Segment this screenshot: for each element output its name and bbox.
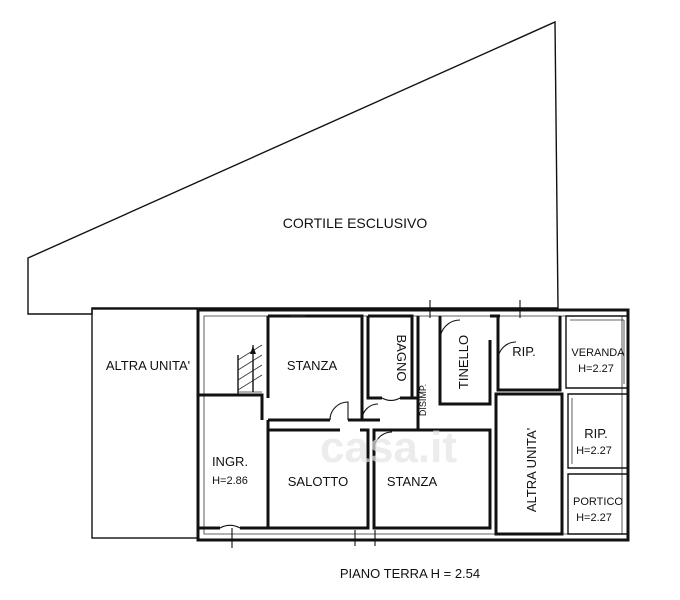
stanza-top-door xyxy=(329,401,349,421)
room-label-rip-top: RIP. xyxy=(512,344,536,359)
staircase xyxy=(237,344,263,395)
bagno-walls xyxy=(366,314,414,400)
bagno-door xyxy=(381,397,401,401)
rip-top-walls xyxy=(496,316,562,392)
room-label-ingr-h: H=2.86 xyxy=(212,475,248,487)
room-label-veranda-h: H=2.27 xyxy=(578,363,614,375)
room-label-tinello: TINELLO xyxy=(456,335,471,389)
ingresso-door xyxy=(219,524,241,548)
room-label-ingr: INGR. xyxy=(212,454,248,469)
stanza-bottom-walls xyxy=(372,428,492,530)
veranda-walls xyxy=(565,315,629,389)
left-unit-outline xyxy=(91,308,199,539)
room-label-altra-unita-right: ALTRA UNITA' xyxy=(524,428,539,512)
room-label-stanza-top: STANZA xyxy=(287,358,338,373)
courtyard-outline xyxy=(27,20,559,315)
room-label-portico: PORTICO xyxy=(573,496,623,508)
rip-top-door xyxy=(497,341,517,361)
room-label-portico-h: H=2.27 xyxy=(576,512,612,524)
room-label-disimp: DISIMP. xyxy=(418,384,428,416)
room-label-stanza-bottom: STANZA xyxy=(387,474,438,489)
courtyard-label: CORTILE ESCLUSIVO xyxy=(283,215,428,231)
building-outer-wall xyxy=(196,308,630,542)
room-label-veranda: VERANDA xyxy=(571,347,625,359)
portico-walls xyxy=(567,473,629,535)
tinello-door xyxy=(439,319,461,341)
room-label-salotto: SALOTTO xyxy=(288,474,348,489)
room-label-rip-right: RIP. xyxy=(584,426,608,441)
floor-label: PIANO TERRA H = 2.54 xyxy=(340,566,480,581)
room-label-bagno: BAGNO xyxy=(394,335,409,382)
rip-right-walls xyxy=(567,393,629,469)
stanza-bottom-door xyxy=(373,431,393,451)
watermark: casa.it xyxy=(320,423,457,472)
room-label-altra-unita-left: ALTRA UNITA' xyxy=(106,358,190,373)
corridor-door xyxy=(361,403,379,421)
salotto-walls xyxy=(268,428,370,530)
room-label-rip-right-h: H=2.27 xyxy=(576,445,612,457)
altra-unita-right-walls xyxy=(494,392,564,536)
stanza-top-walls xyxy=(268,314,364,422)
